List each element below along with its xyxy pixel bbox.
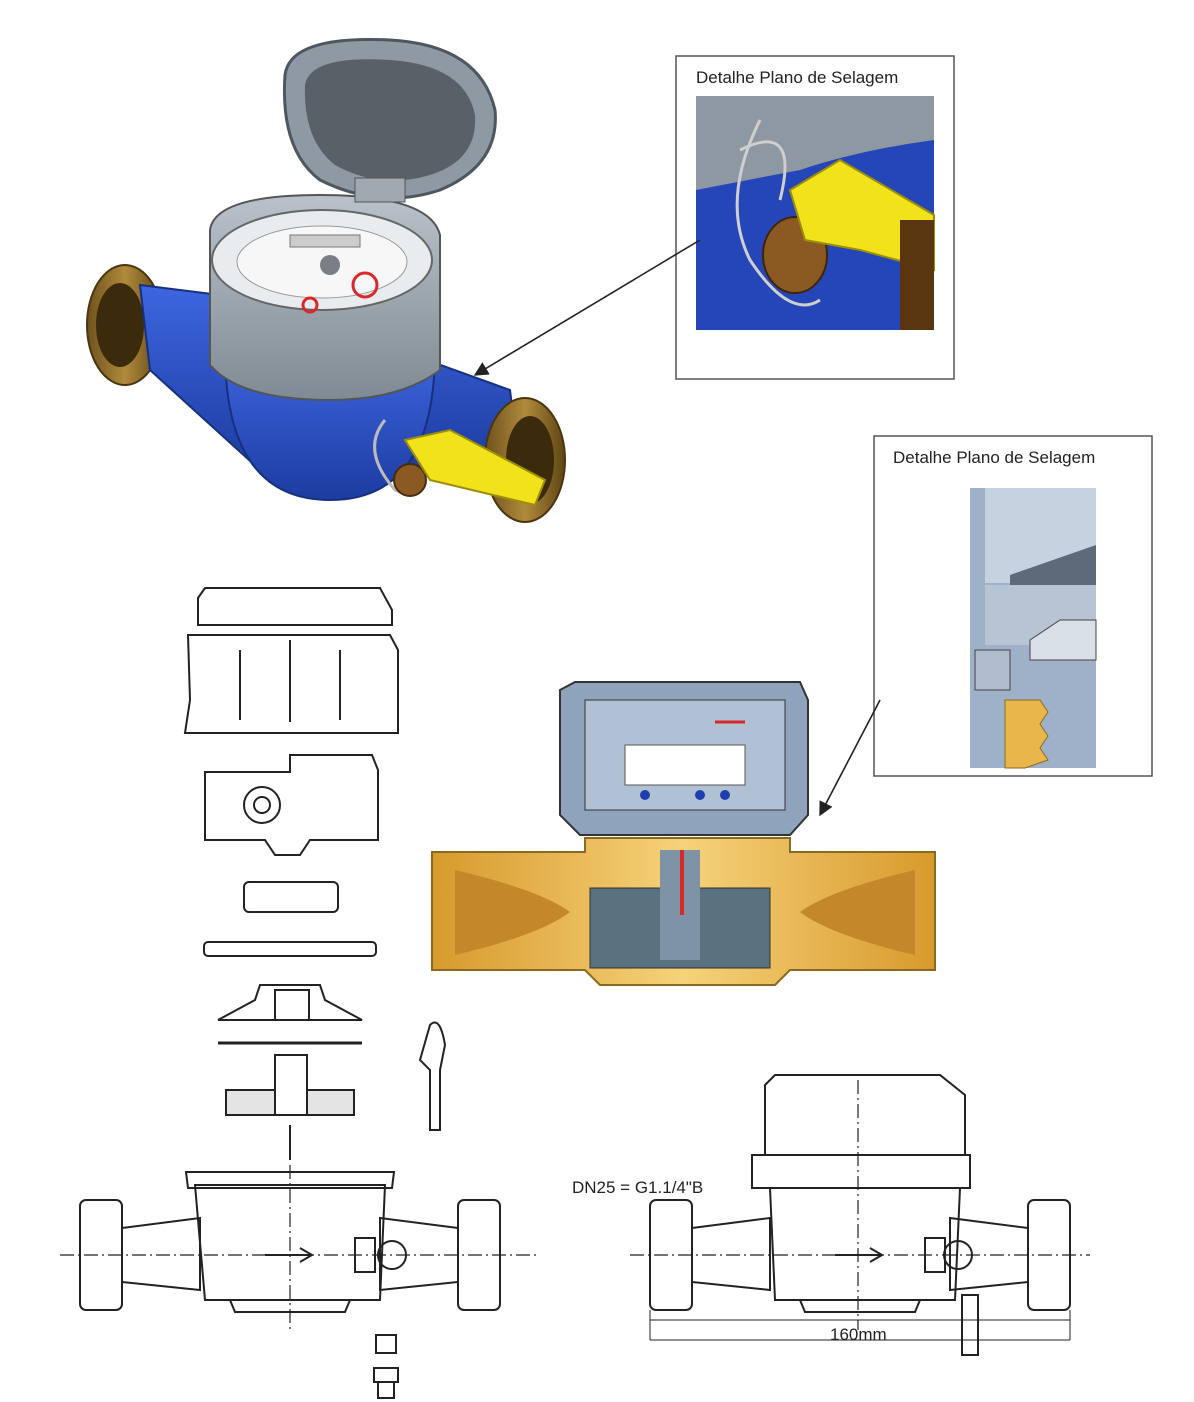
callout-title-2: Detalhe Plano de Selagem (893, 448, 1096, 467)
side-view-right (630, 1074, 1090, 1356)
callout-arrow-2 (819, 699, 881, 817)
callout-arrow-1 (473, 239, 701, 376)
meter-3d-view (86, 37, 566, 523)
meter-cutaway (431, 681, 936, 986)
callout-box-1 (675, 55, 955, 380)
length-dimension-label: 160mm (830, 1325, 887, 1344)
thread-spec-label: DN25 = G1.1/4"B (572, 1178, 704, 1197)
callout-title-1: Detalhe Plano de Selagem (696, 68, 899, 87)
callout-box-2 (873, 435, 1153, 777)
side-view-left (60, 1165, 540, 1399)
exploded-parts (183, 587, 447, 1160)
